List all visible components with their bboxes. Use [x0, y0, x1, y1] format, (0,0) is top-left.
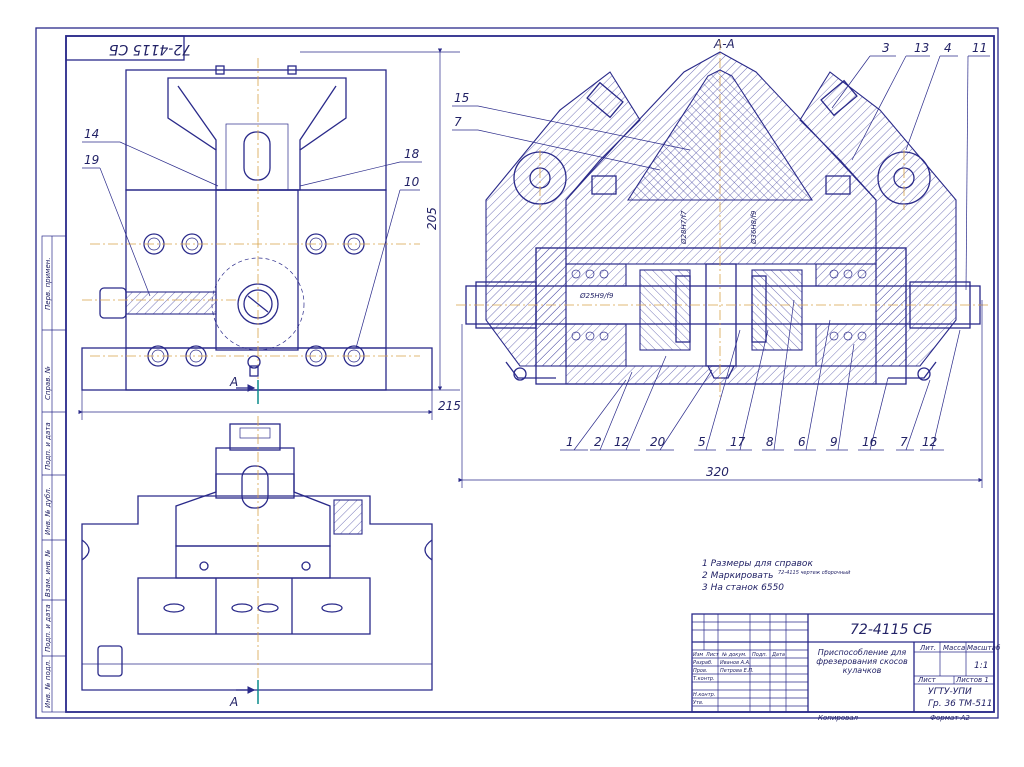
section-callouts: 15 7 3 13 4 11: [452, 41, 990, 291]
tb-head-doc: № докум.: [721, 652, 747, 658]
callout-6: 6: [798, 435, 806, 449]
callout-18: 18: [404, 147, 420, 161]
tb-head-date: Дата: [771, 652, 785, 658]
drawing-code-rotated: 72-4115 СБ: [109, 41, 191, 57]
stamp-sign-date-2: Подп. и дата: [44, 604, 52, 652]
callout-2: 2: [594, 435, 602, 449]
section-title: А-А: [713, 37, 735, 51]
callout-12-left: 12: [614, 435, 629, 449]
callout-14: 14: [84, 127, 99, 141]
stamp-ref-no: Справ. №: [44, 366, 52, 400]
tb-head-izm: Изм: [693, 652, 703, 658]
callout-7-bottom: 7: [900, 435, 908, 449]
tb-sheets: Листов 1: [955, 676, 989, 684]
tb-sheet: Лист: [917, 676, 937, 684]
tb-role-nkontr: Н.контр.: [693, 692, 715, 698]
callout-20: 20: [650, 435, 666, 449]
callout-9: 9: [830, 435, 838, 449]
section-marker-a-bottom: А: [229, 695, 238, 709]
note-2-detail: 72-4115 чертеж сборочный: [778, 570, 851, 576]
tb-title-wrap: Приспособление для фрезерования скосов к…: [816, 648, 908, 675]
section-marker-a-top: А: [229, 375, 238, 389]
dim-height-205: 205: [425, 207, 439, 230]
tb-role-razrab: Разраб.: [693, 660, 713, 666]
stamp-sign-date-1: Подп. и дата: [44, 422, 52, 470]
callout-3: 3: [882, 41, 890, 55]
fit-28: Ø28Н7/f7: [680, 210, 688, 245]
callout-16: 16: [862, 435, 878, 449]
bottom-view: А: [81, 416, 433, 709]
tb-scale-value: 1:1: [974, 661, 988, 671]
tb-head-sign: Подп.: [752, 652, 767, 658]
tb-group: Гр. 36 ТМ-511: [928, 699, 992, 709]
note-1: 1 Размеры для справок: [702, 559, 813, 569]
callout-19: 19: [84, 153, 99, 167]
sheet-outer-border: [35, 27, 999, 719]
tb-drawing-code: 72-4115 СБ: [850, 622, 932, 638]
tb-copied: Копировал: [818, 714, 859, 722]
stamp-orig-inv: Инв. № подл.: [44, 660, 52, 708]
section-dimension-320: 320: [458, 300, 983, 488]
callout-7-top: 7: [454, 115, 462, 129]
stamp-first-use: Перв. примен.: [44, 257, 52, 310]
tb-col-mass: Масса: [943, 644, 965, 652]
callout-13: 13: [914, 41, 929, 55]
note-3: 3 На станок 6550: [702, 583, 784, 593]
callout-4: 4: [944, 41, 952, 55]
tb-title: Приспособление для фрезерования скосов к…: [816, 648, 908, 675]
fit-36: Ø36Н8/f9: [750, 210, 758, 245]
title-block: Изм Лист № докум. Подп. Дата Разраб. Ива…: [691, 613, 1001, 722]
side-stamp-column: Перв. примен. Справ. № Подп. и дата Инв.…: [41, 235, 67, 713]
spring-left: [571, 269, 609, 341]
callout-1: 1: [566, 435, 574, 449]
fit-25: Ø25Н9/f9: [579, 292, 614, 300]
stamp-dup-inv: Инв. № дубл.: [44, 487, 52, 535]
section-view-a-a: А-А: [456, 37, 990, 400]
callout-10: 10: [404, 175, 420, 189]
tb-head-list: Лист: [705, 652, 720, 658]
tb-name-1: Иванов А.А.: [720, 660, 751, 666]
note-2: 2 Маркировать: [702, 571, 773, 581]
front-view-callouts: 14 19 18 10: [82, 127, 422, 349]
technical-notes: 1 Размеры для справок 2 Маркировать 72-4…: [702, 559, 851, 593]
spring-right: [829, 269, 867, 341]
section-bottom-callouts: 1 2 12 20 5 17 8 6 9 16 7 12: [560, 299, 961, 451]
front-view-dimensions: 205 215: [78, 48, 461, 420]
dim-width-320: 320: [706, 465, 729, 479]
callout-8: 8: [766, 435, 774, 449]
tb-name-2: Петрова Е.П.: [720, 668, 754, 674]
callout-17: 17: [730, 435, 746, 449]
tb-format: Формат А2: [930, 714, 970, 722]
tb-col-lit: Лит.: [919, 644, 936, 652]
tb-org: УГТУ-УПИ: [928, 687, 972, 697]
callout-5: 5: [698, 435, 706, 449]
dim-width-215: 215: [438, 399, 461, 413]
callout-15: 15: [454, 91, 469, 105]
drawing-code-box: [65, 35, 185, 61]
front-view: А: [81, 58, 433, 404]
tb-role-tkontr: Т.контр.: [693, 676, 715, 682]
callout-11: 11: [972, 41, 987, 55]
stamp-replace-inv: Взам. инв. №: [44, 549, 52, 597]
tb-role-utv: Утв.: [693, 700, 704, 706]
tb-role-prov: Пров.: [693, 668, 708, 674]
tb-col-scale: Масштаб: [967, 644, 1001, 652]
callout-12-right: 12: [922, 435, 937, 449]
